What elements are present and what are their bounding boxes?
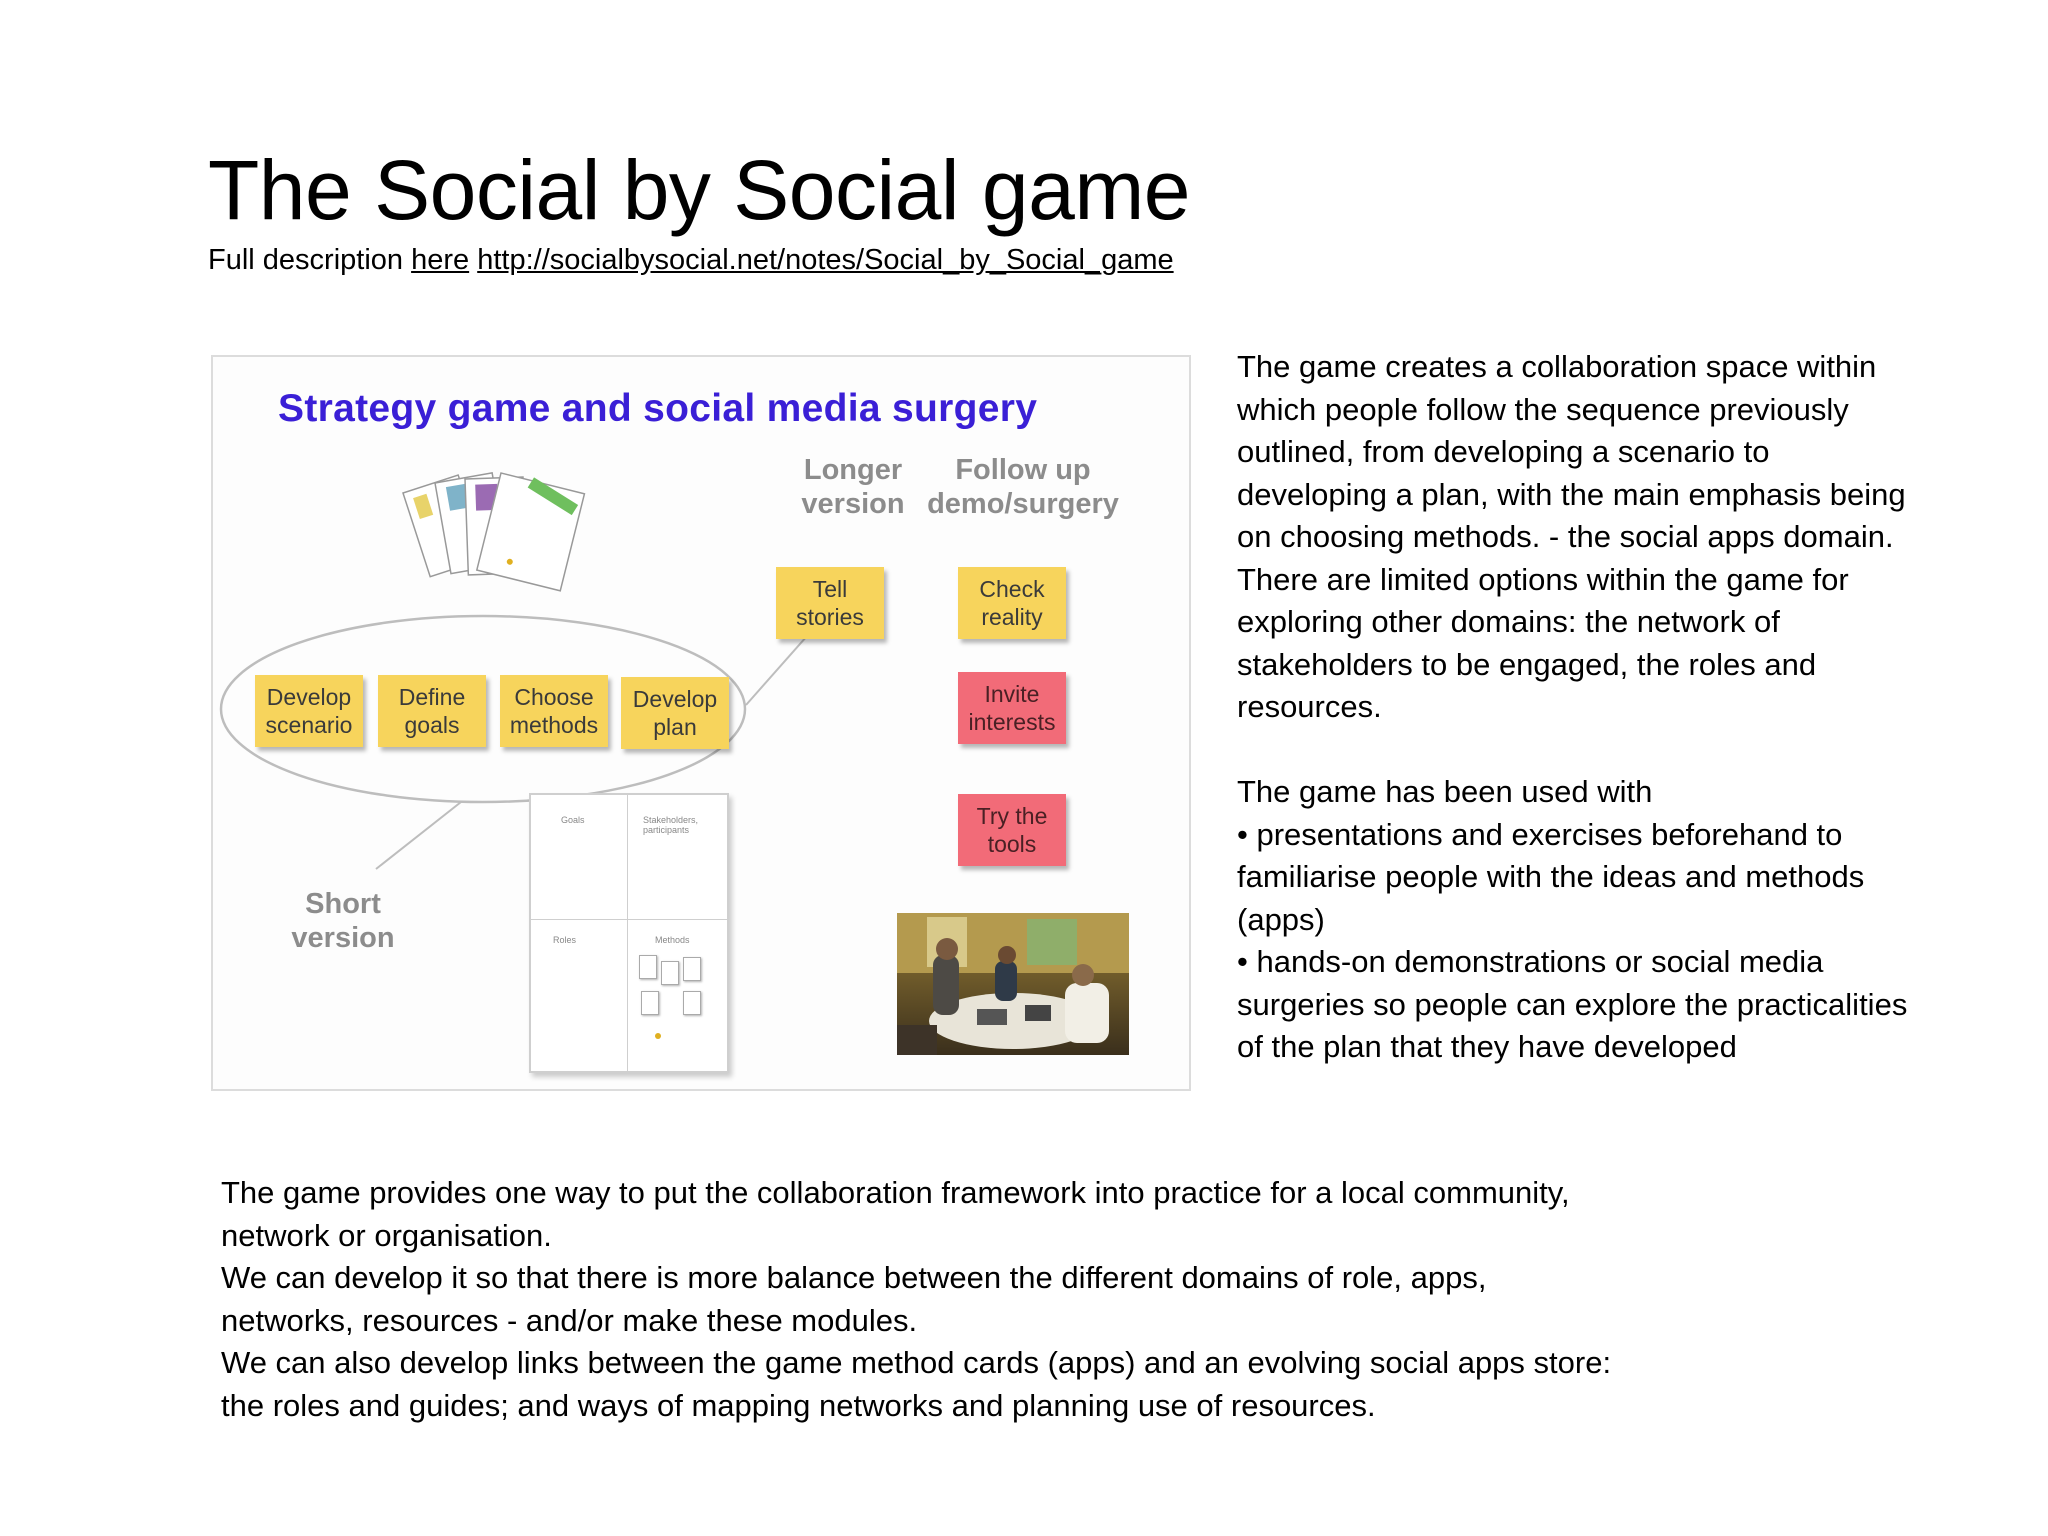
- short-version-ellipse: [219, 614, 747, 804]
- board-marker-icon: [655, 1033, 661, 1039]
- note-define-goals: Define goals: [378, 675, 486, 747]
- short-version-heading: Short version: [291, 888, 395, 954]
- note-tell-stories: Tell stories: [776, 567, 884, 639]
- short-version-connector: [375, 801, 462, 870]
- description-link-here[interactable]: here: [411, 244, 470, 276]
- longer-version-heading: Longer version: [801, 454, 905, 520]
- board-method-card: [639, 955, 657, 979]
- note-develop-plan: Develop plan: [621, 677, 729, 749]
- board-divider-vertical: [627, 795, 628, 1071]
- note-invite-interests: Invite interests: [958, 672, 1066, 744]
- description-link-url[interactable]: http://socialbysocial.net/notes/Social_b…: [477, 244, 1174, 276]
- note-check-reality: Check reality: [958, 567, 1066, 639]
- figure-title: Strategy game and social media surgery: [278, 387, 1038, 430]
- workshop-photo: [897, 913, 1129, 1055]
- follow-up-heading: Follow up demo/surgery: [927, 454, 1119, 520]
- board-label-stakeholders: Stakeholders, participants: [643, 815, 699, 835]
- subtitle-prefix: Full description: [208, 244, 412, 276]
- board-label-goals: Goals: [561, 815, 585, 825]
- strategy-game-figure: Strategy game and social media surgery L…: [211, 355, 1191, 1091]
- longer-version-connector: [745, 626, 816, 706]
- slide-title: The Social by Social game: [208, 143, 1191, 237]
- board-method-card: [661, 961, 679, 985]
- board-label-roles: Roles: [553, 935, 577, 945]
- board-divider-horizontal: [531, 919, 727, 920]
- board-label-methods: Methods: [655, 935, 690, 945]
- note-choose-methods: Choose methods: [500, 675, 608, 747]
- right-description-text: The game creates a collaboration space w…: [1237, 349, 1908, 1064]
- workshop-photo-illustration: [897, 913, 1129, 1055]
- slide-subtitle: Full description here http://socialbysoc…: [208, 241, 1174, 279]
- bottom-summary-text: The game provides one way to put the col…: [221, 1175, 1612, 1423]
- game-board: Goals Stakeholders, participants Roles M…: [529, 793, 729, 1073]
- note-try-the-tools: Try the tools: [958, 794, 1066, 866]
- figure-diagram-lines: [219, 614, 816, 870]
- board-method-card: [641, 991, 659, 1015]
- method-cards-icon: [402, 472, 586, 592]
- board-method-card: [683, 957, 701, 981]
- note-develop-scenario: Develop scenario: [255, 675, 363, 747]
- board-method-card: [683, 991, 701, 1015]
